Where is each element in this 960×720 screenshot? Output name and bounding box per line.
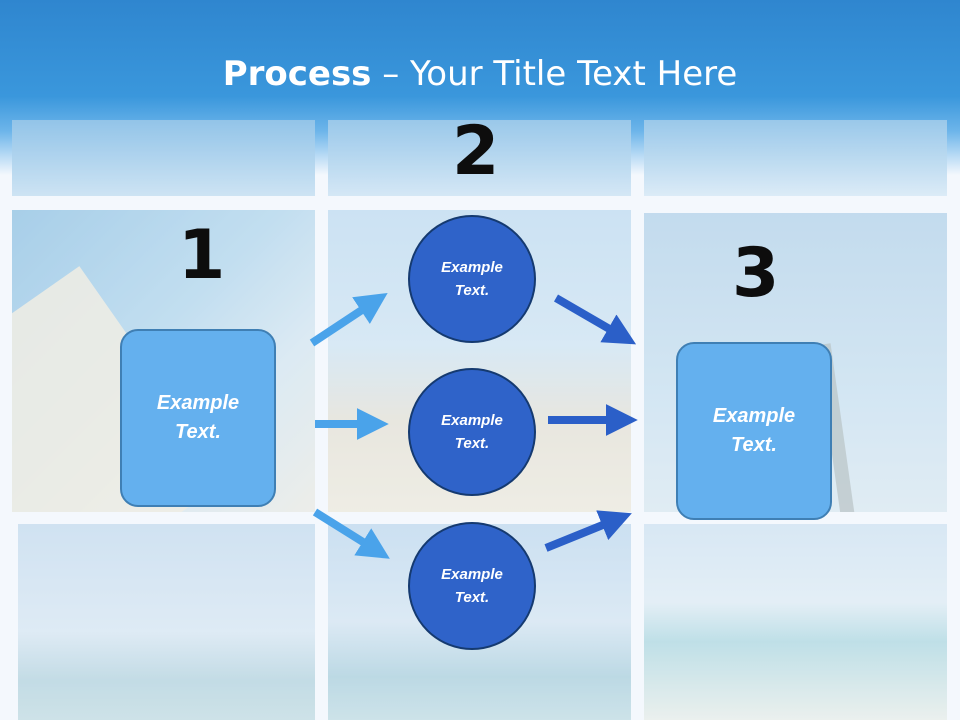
- step-2-circle-bottom[interactable]: Example Text.: [408, 522, 536, 650]
- circle-top-text: Example Text.: [441, 259, 503, 299]
- arrow-to-circle-top: [309, 292, 388, 347]
- step-1-box-text: Example Text.: [156, 392, 240, 443]
- photo-tile-beach: [644, 524, 947, 720]
- step-3-box-text: Example Text.: [712, 405, 796, 456]
- slide-title-rest: – Your Title Text Here: [371, 54, 738, 94]
- step-2-circle-middle[interactable]: Example Text.: [408, 368, 536, 496]
- circle-middle-text: Example Text.: [441, 412, 503, 452]
- arrow-from-circle-bottom: [544, 510, 632, 552]
- slide-title-bold: Process: [222, 54, 372, 94]
- arrow-to-circle-bottom: [312, 508, 390, 559]
- step-number-2: 2: [452, 112, 500, 191]
- step-2-circle-top[interactable]: Example Text.: [408, 215, 536, 343]
- circle-bottom-text: Example Text.: [441, 566, 503, 606]
- photo-tile-sky-center: [328, 120, 631, 196]
- photo-tile-shoreline: [18, 524, 315, 720]
- step-1-box[interactable]: Example Text.: [120, 329, 276, 507]
- photo-tile-sky-left: [12, 120, 315, 196]
- photo-tile-sky-right: [644, 120, 947, 196]
- slide-title: Process – Your Title Text Here: [0, 52, 960, 96]
- step-3-box[interactable]: Example Text.: [676, 342, 832, 520]
- step-number-3: 3: [732, 234, 780, 313]
- step-number-1: 1: [178, 216, 226, 295]
- arrow-from-circle-top: [553, 294, 637, 345]
